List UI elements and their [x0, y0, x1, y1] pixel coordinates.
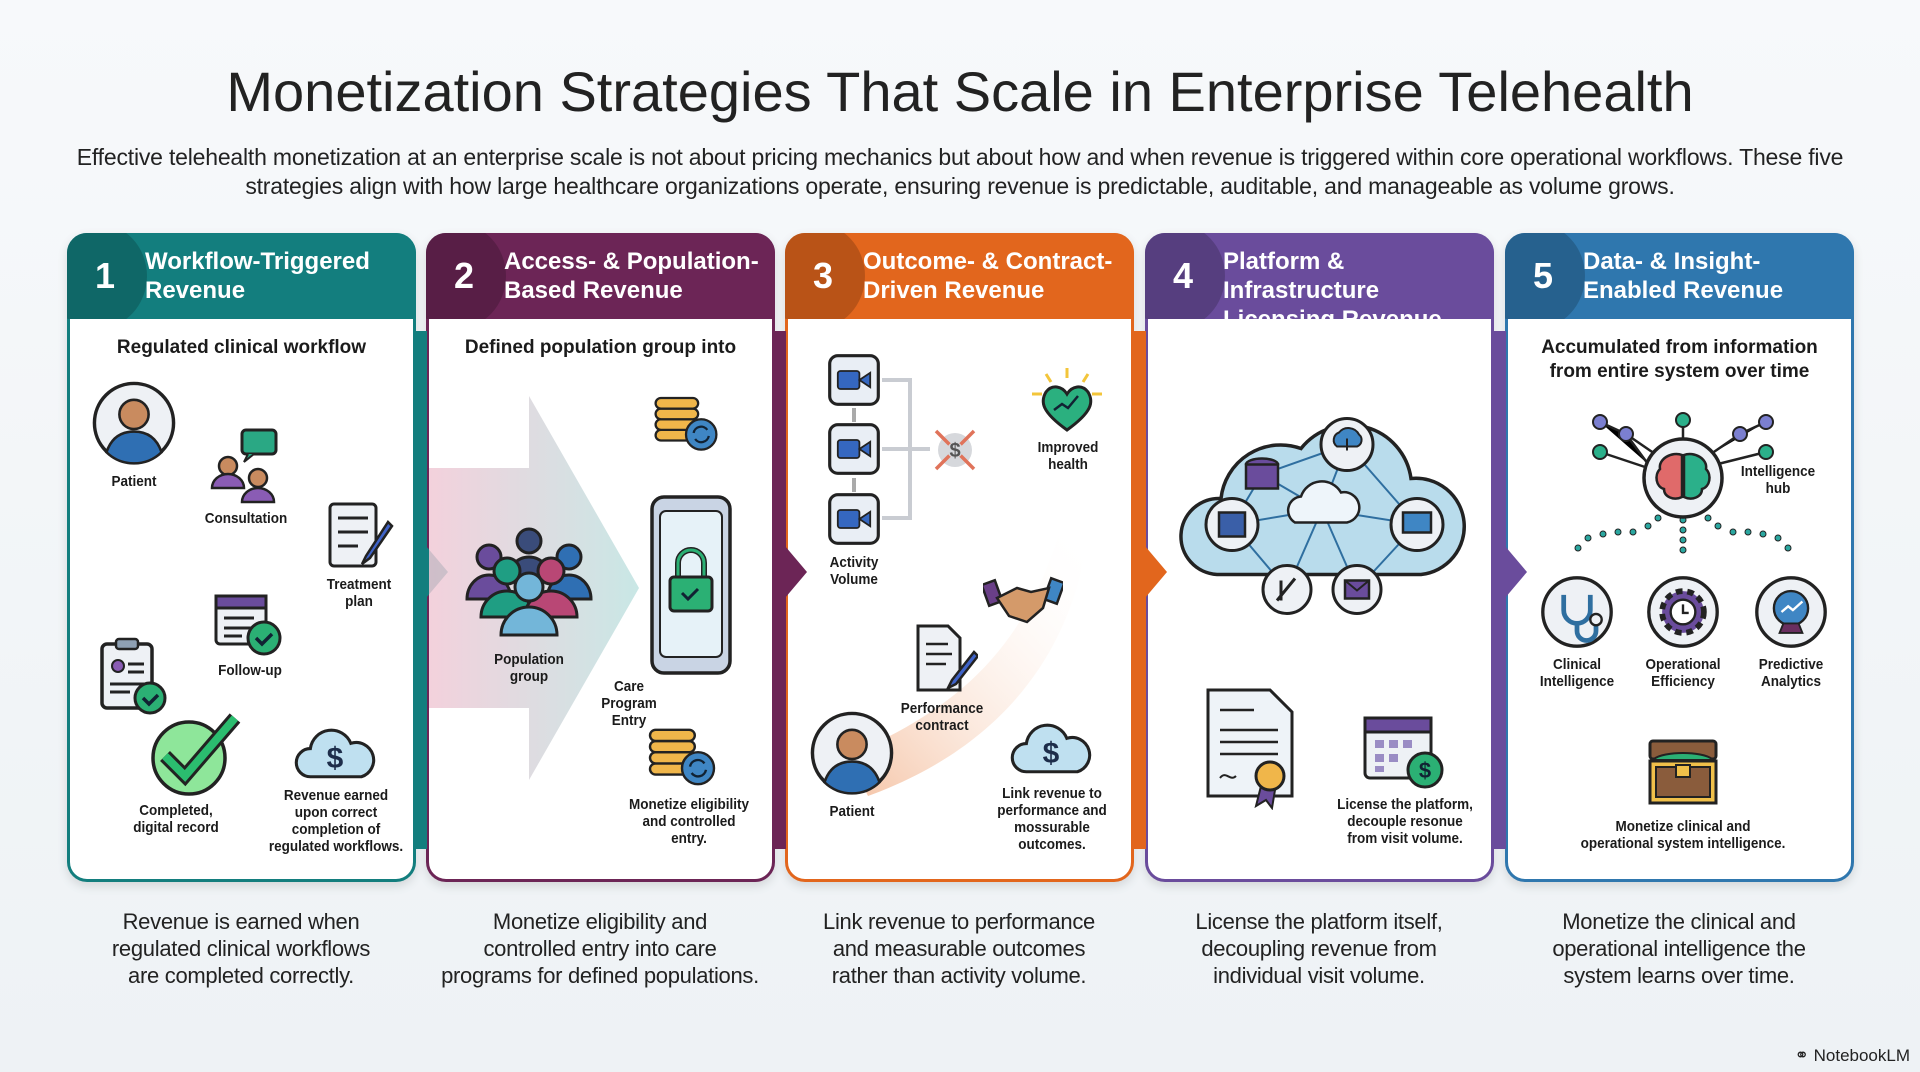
care-entry-phone-lock-icon: [650, 495, 732, 675]
caption-strategy-2: Monetize eligibility and controlled entr…: [441, 909, 759, 988]
page-title: Monetization Strategies That Scale in En…: [226, 60, 1694, 123]
label-patient: Patient: [111, 473, 157, 490]
treasure-chest-icon: [1648, 739, 1718, 805]
completed-check-icon: [151, 713, 241, 796]
label-follow-up: Follow-up: [218, 662, 282, 679]
card-subheading: Accumulated from information from entire…: [1541, 337, 1818, 382]
flow-arrow-icon: [1505, 546, 1527, 598]
caption-strategy-3: Link revenue to performance and measurab…: [823, 909, 1095, 988]
card-number: 5: [1505, 233, 1585, 319]
crossed-out-fee-icon: $: [934, 429, 976, 471]
patient-avatar-icon: [91, 380, 177, 466]
video-call-icon: [827, 353, 881, 407]
notebooklm-icon: ⚭: [1794, 1046, 1814, 1065]
flow-arrow-icon: [785, 546, 807, 598]
crystal-ball-chart-icon: [1753, 574, 1829, 650]
svg-text:$: $: [1419, 758, 1431, 783]
caption-strategy-1: Revenue is earned when regulated clinica…: [111, 909, 371, 988]
label-activity-volume: Activity Volume: [829, 554, 879, 588]
label-treatment-plan: Treatment plan: [326, 576, 392, 610]
label-revenue-earned: Revenue earned upon correct completion o…: [268, 787, 404, 855]
svg-text:$: $: [949, 440, 960, 462]
caption-strategy-5: Monetize the clinical and operational in…: [1552, 909, 1806, 988]
label-patient: Patient: [829, 803, 875, 820]
label-improved-health: Improved health: [1037, 439, 1099, 473]
brand-label: NotebookLM: [1813, 1046, 1910, 1065]
stethoscope-icon: [1539, 574, 1615, 650]
card-subheading: Regulated clinical workflow: [116, 337, 367, 358]
card-subheading: Defined population group into: [464, 337, 737, 358]
label-link-revenue: Link revenue to performance and mossurab…: [997, 785, 1107, 853]
label-population-group: Population group: [494, 651, 564, 685]
label-operational-efficiency: Operational Efficiency: [1645, 656, 1721, 690]
label-monetize-intelligence: Monetize clinical and operational system…: [1580, 818, 1786, 852]
card-title: Data- & Insight- Enabled Revenue: [1583, 248, 1784, 304]
label-predictive-analytics: Predictive Analytics: [1758, 656, 1824, 690]
handshake-icon: [983, 576, 1063, 624]
card-number: 3: [785, 233, 865, 319]
video-call-icon: [827, 422, 881, 476]
video-call-icon: [827, 492, 881, 546]
improved-health-heart-icon: [1032, 368, 1102, 432]
label-intelligence-hub: Intelligence hub: [1740, 463, 1816, 497]
label-consultation: Consultation: [204, 510, 288, 527]
label-monetize-eligibility: Monetize eligibility and controlled entr…: [628, 796, 750, 847]
card-title: Workflow-Triggered Revenue: [145, 248, 370, 304]
flow-arrow-icon: [1145, 546, 1167, 598]
brain-hub-icon: [1642, 437, 1724, 519]
label-clinical-intelligence: Clinical Intelligence: [1539, 656, 1615, 690]
coins-top-icon: [648, 385, 724, 455]
card-title: Platform & Infrastructure Licensing Reve…: [1223, 248, 1442, 319]
platform-cloud-network-icon: [1179, 417, 1466, 615]
label-care-program-entry: Care Program Entry: [601, 678, 657, 729]
card-title: Outcome- & Contract- Driven Revenue: [863, 248, 1113, 304]
page-subtitle: Effective telehealth monetization at an …: [76, 144, 1844, 199]
follow-up-calendar-icon: [214, 594, 282, 656]
card-number: 4: [1145, 233, 1225, 319]
card-title: Access- & Population- Based Revenue: [504, 248, 759, 304]
caption-strategy-4: License the platform itself, decoupling …: [1195, 909, 1443, 988]
gear-clock-icon: [1645, 574, 1721, 650]
population-group-icon: [465, 527, 593, 637]
performance-contract-icon: [916, 624, 978, 692]
revenue-cloud-icon: [291, 722, 379, 784]
treatment-plan-icon: [328, 502, 394, 568]
card-number: 2: [426, 233, 506, 319]
license-certificate-icon: [1206, 688, 1294, 810]
notebooklm-logo: ⚭ NotebookLM: [1795, 1046, 1910, 1066]
clipboard-check-icon: [100, 637, 167, 715]
consultation-icon: [210, 428, 278, 504]
revenue-cloud-icon: [1007, 717, 1095, 779]
label-performance-contract: Performance contract: [900, 700, 984, 734]
label-license-platform: License the platform, decouple resonue f…: [1337, 796, 1473, 847]
coins-bottom-icon: [642, 716, 722, 790]
card-number: 1: [67, 233, 147, 319]
patient-avatar-icon: [809, 710, 895, 796]
license-calendar-dollar-icon: $: [1363, 716, 1444, 789]
label-completed: Completed, digital record: [133, 802, 219, 836]
outcome-path-graphic: [848, 378, 1088, 796]
intelligence-network-graphic: [1574, 412, 1792, 554]
